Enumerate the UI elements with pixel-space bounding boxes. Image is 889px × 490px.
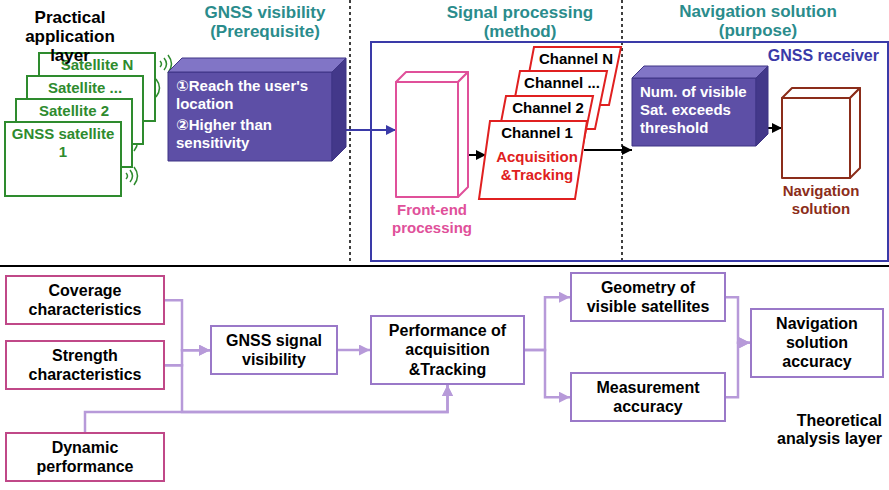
node-label: Channel 2: [510, 99, 586, 117]
block-face: [850, 88, 860, 178]
analysis-box: Performance of acquisition &Tracking: [370, 315, 525, 385]
block-face: [782, 88, 860, 98]
side-face: [756, 66, 768, 146]
section-divider: [621, 0, 623, 262]
block-face: [396, 82, 458, 197]
factor-box: Strength characteristics: [5, 340, 165, 390]
signal-wave: [164, 58, 167, 70]
side-face: [332, 58, 346, 161]
block-face: [782, 98, 850, 178]
section-header: Navigation solution (purpose): [640, 2, 876, 40]
analysis-box: Geometry of visible satellites: [570, 272, 726, 322]
flow-arrow: [768, 127, 782, 129]
section-header: GNSS visibility (Prerequisite): [182, 3, 348, 41]
threshold-block: Num. of visible Sat. exceeds threshold: [632, 66, 768, 146]
block-outline: [782, 88, 860, 178]
node-label: Num. of visible Sat. exceeds threshold: [640, 83, 750, 137]
layer-label: Theoretical analysis layer: [738, 412, 882, 448]
front-face: [632, 78, 756, 146]
node-label: Channel ...: [524, 74, 600, 92]
analysis-box: GNSS signal visibility: [210, 325, 338, 375]
flow-arrow: [85, 385, 448, 432]
signal-wave: [156, 79, 160, 97]
top-face: [168, 58, 346, 72]
block-face: [458, 72, 468, 197]
layer-divider: [0, 265, 889, 267]
front-end-block: Front-end processing: [396, 72, 468, 237]
factor-box: Coverage characteristics: [5, 275, 165, 325]
flow-arrow: [468, 154, 486, 156]
signal-wave: [126, 173, 128, 179]
channel-outline: [479, 121, 587, 199]
analysis-box: Measurement accuracy: [570, 372, 726, 422]
signal-wave: [134, 167, 138, 185]
analysis-box: Navigation solution accuracy: [750, 308, 884, 378]
node-label: Satellite ...: [32, 79, 138, 97]
channel-box: Channel 1 Acquisition &Tracking: [478, 120, 588, 200]
node-label: Dynamic performance: [13, 438, 157, 476]
satellite-box: GNSS satellite 1: [4, 121, 122, 197]
flow-arrow: [525, 297, 570, 350]
node-label: Navigation solution: [767, 182, 875, 218]
node-label: Measurement accuracy: [578, 378, 718, 416]
node-label: Channel 1: [494, 124, 580, 142]
block-outline: [396, 72, 468, 197]
flow-arrow: [165, 300, 210, 350]
flow-arrow: [165, 350, 210, 365]
factor-box: Dynamic performance: [5, 432, 165, 482]
node-label: GNSS receiver: [380, 46, 879, 65]
receiver-frame: GNSS receiverFront-end processingChannel…: [370, 41, 889, 262]
signal-wave: [130, 170, 133, 182]
node-label: ①Reach the user's location: [176, 77, 326, 113]
signal-wave: [160, 61, 162, 67]
node-sublabel: ②Higher than sensitivity: [176, 116, 326, 152]
node-label: GNSS satellite 1: [10, 125, 116, 161]
flow-arrow: [338, 349, 370, 352]
front-face: [168, 72, 332, 161]
top-face: [632, 66, 768, 78]
visibility-block: ①Reach the user's location②Higher than s…: [168, 58, 346, 161]
block-face: [396, 72, 468, 82]
section-header: Signal processing (method): [420, 3, 620, 41]
block-shape: [396, 72, 468, 197]
node-label: Strength characteristics: [13, 346, 157, 384]
flow-arrow: [525, 350, 570, 397]
flow-arrow: [726, 297, 750, 343]
flow-arrow: [726, 343, 750, 397]
node-label: GNSS signal visibility: [218, 331, 330, 369]
block-shape: [782, 88, 860, 178]
node-label: Geometry of visible satellites: [578, 278, 718, 316]
node-sublabel: Acquisition &Tracking: [494, 148, 580, 184]
node-label: Satellite 2: [21, 102, 127, 120]
navigation-block: Navigation solution: [782, 88, 860, 218]
node-label: Navigation solution accuracy: [758, 314, 876, 372]
node-label: Performance of acquisition &Tracking: [378, 321, 517, 379]
node-label: Channel N: [538, 50, 614, 68]
flow-arrow: [584, 149, 632, 151]
layer-label: Practical application layer: [4, 8, 136, 65]
node-label: Coverage characteristics: [13, 281, 157, 319]
node-label: Front-end processing: [381, 201, 483, 237]
